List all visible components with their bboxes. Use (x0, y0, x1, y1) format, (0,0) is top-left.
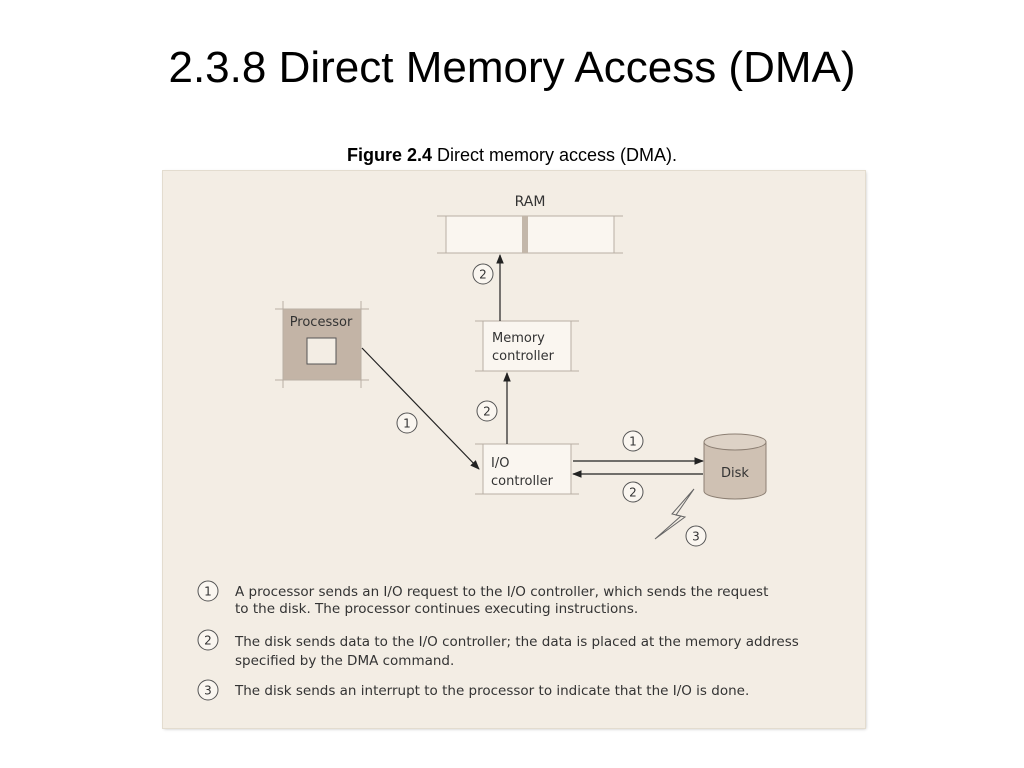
memory-controller-box (482, 320, 572, 372)
svg-text:2: 2 (629, 486, 637, 500)
legend-number: 3 (204, 684, 212, 698)
legend-number-badge (197, 580, 219, 602)
step-marker-interrupt: 3 (685, 525, 707, 547)
io-controller-block: I/O controller (475, 443, 579, 495)
legend-item: 1 A processor sends an I/O request to th… (197, 580, 768, 617)
legend-item: 2 The disk sends data to the I/O control… (197, 629, 799, 669)
memory-controller-label-line-1: Memory (492, 331, 545, 346)
figure-caption-label: Figure 2.4 (346, 145, 432, 165)
svg-text:2: 2 (479, 268, 487, 282)
legend-text-line-2: specified by the DMA command. (235, 653, 454, 669)
ram-box (445, 215, 615, 254)
figure-caption-text: Direct memory access (DMA). (437, 145, 678, 165)
legend-number: 2 (204, 634, 212, 648)
ram-block: RAM (437, 194, 623, 254)
memory-controller-label-line-2: controller (492, 349, 555, 364)
legend-text-line-1: A processor sends an I/O request to the … (235, 584, 768, 600)
interrupt-lightning-icon (654, 488, 695, 540)
legend-text-line-1: The disk sends an interrupt to the proce… (234, 683, 749, 699)
io-controller-box (482, 443, 572, 495)
disk-label: Disk (721, 466, 749, 481)
legend-text-line-1: The disk sends data to the I/O controlle… (234, 634, 799, 650)
legend-number-badge (197, 629, 219, 651)
figure-caption: Figure 2.4 Direct memory access (DMA). (0, 145, 1024, 166)
step-marker-io-to-memory: 2 (476, 400, 498, 422)
svg-text:3: 3 (692, 530, 700, 544)
legend-text-line-2: to the disk. The processor continues exe… (235, 601, 638, 617)
step-marker-memory-to-ram: 2 (472, 263, 494, 285)
step-marker-disk-to-io: 2 (622, 481, 644, 503)
step-marker-io-to-disk: 1 (622, 430, 644, 452)
legend-item: 3 The disk sends an interrupt to the pro… (197, 679, 749, 701)
svg-text:1: 1 (403, 417, 411, 431)
ram-target-cell (522, 216, 528, 253)
processor-to-io-arrow (361, 347, 480, 470)
svg-text:1: 1 (629, 435, 637, 449)
io-controller-label-line-2: controller (491, 474, 554, 489)
processor-chip-icon (306, 337, 337, 365)
dma-figure: RAM Processor Memory controller I/O cont… (163, 171, 865, 728)
io-controller-label-line-1: I/O (491, 456, 509, 471)
ram-label: RAM (515, 194, 546, 210)
legend-number: 1 (204, 585, 212, 599)
dma-diagram: RAM Processor Memory controller I/O cont… (197, 194, 799, 701)
step-marker-processor-to-io: 1 (396, 412, 418, 434)
processor-block: Processor (275, 301, 369, 388)
processor-label: Processor (290, 315, 353, 330)
slide-title: 2.3.8 Direct Memory Access (DMA) (168, 43, 856, 92)
svg-text:2: 2 (483, 405, 491, 419)
legend-number-badge (197, 679, 219, 701)
disk-icon: Disk (703, 433, 767, 500)
memory-controller-block: Memory controller (475, 320, 579, 372)
